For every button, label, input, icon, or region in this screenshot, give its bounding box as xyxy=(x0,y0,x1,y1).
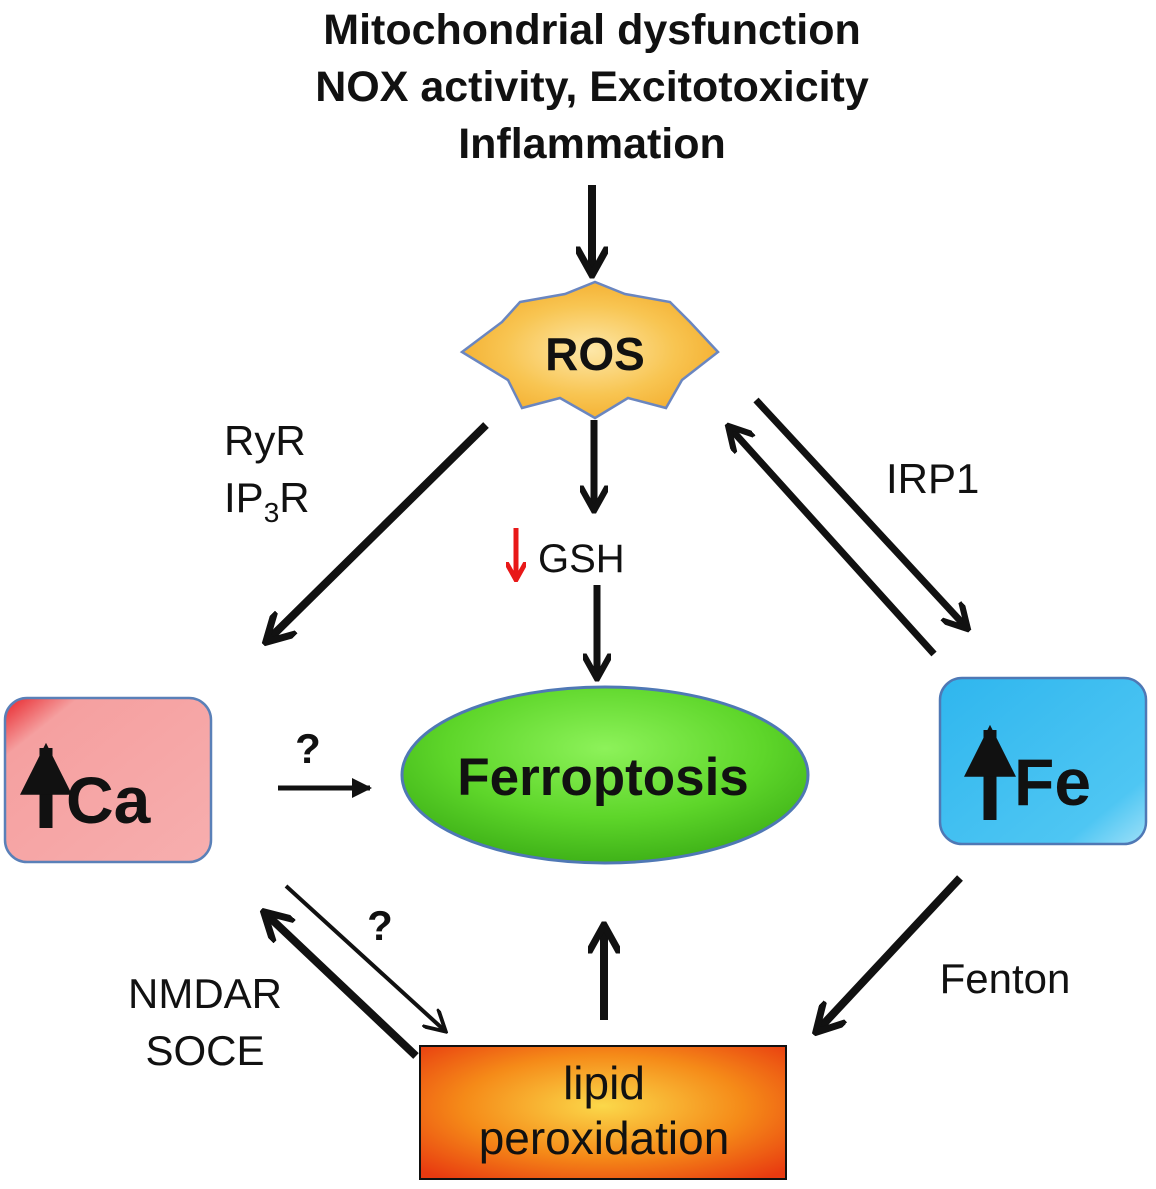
ip3r-label: IP3R xyxy=(224,474,310,528)
cause-nox-excitotoxicity: NOX activity, Excitotoxicity xyxy=(315,63,869,111)
arrow-ca-to-lipid xyxy=(284,884,444,1030)
ferroptosis-label: Ferroptosis xyxy=(457,748,749,807)
arrow-fe-to-ros xyxy=(730,428,937,657)
arrow-ros-to-fe xyxy=(753,397,966,627)
question-ca-lipid: ? xyxy=(367,902,393,949)
cause-inflammation: Inflammation xyxy=(458,120,726,168)
fe-label: Fe xyxy=(1014,745,1091,819)
question-ca-ferroptosis: ? xyxy=(295,725,321,772)
ca-label: Ca xyxy=(66,763,152,837)
soce-label: SOCE xyxy=(145,1027,264,1074)
gsh-label: GSH xyxy=(538,537,625,581)
nmdar-label: NMDAR xyxy=(128,970,282,1017)
ros-star-shape xyxy=(459,280,720,420)
arrow-fe-to-lipid xyxy=(818,875,963,1030)
irp1-label: IRP1 xyxy=(886,455,979,502)
ryr-label: RyR xyxy=(224,417,306,464)
lipid-label-line1: lipid xyxy=(563,1057,645,1109)
arrow-lipid-to-ca xyxy=(266,914,419,1059)
lipid-peroxidation-box xyxy=(419,1045,787,1180)
ca-box xyxy=(3,696,213,864)
cause-mitochondrial-dysfunction: Mitochondrial dysfunction xyxy=(323,6,860,54)
ferroptosis-ellipse xyxy=(400,685,810,865)
fenton-label: Fenton xyxy=(940,955,1071,1002)
lipid-label-line2: peroxidation xyxy=(479,1112,730,1164)
ros-label: ROS xyxy=(545,328,645,380)
arrow-ros-to-ca xyxy=(268,422,489,640)
ip3r-main: IP xyxy=(224,474,264,521)
ip3r-subscript: 3 xyxy=(264,497,280,528)
ip3r-end: R xyxy=(279,474,309,521)
